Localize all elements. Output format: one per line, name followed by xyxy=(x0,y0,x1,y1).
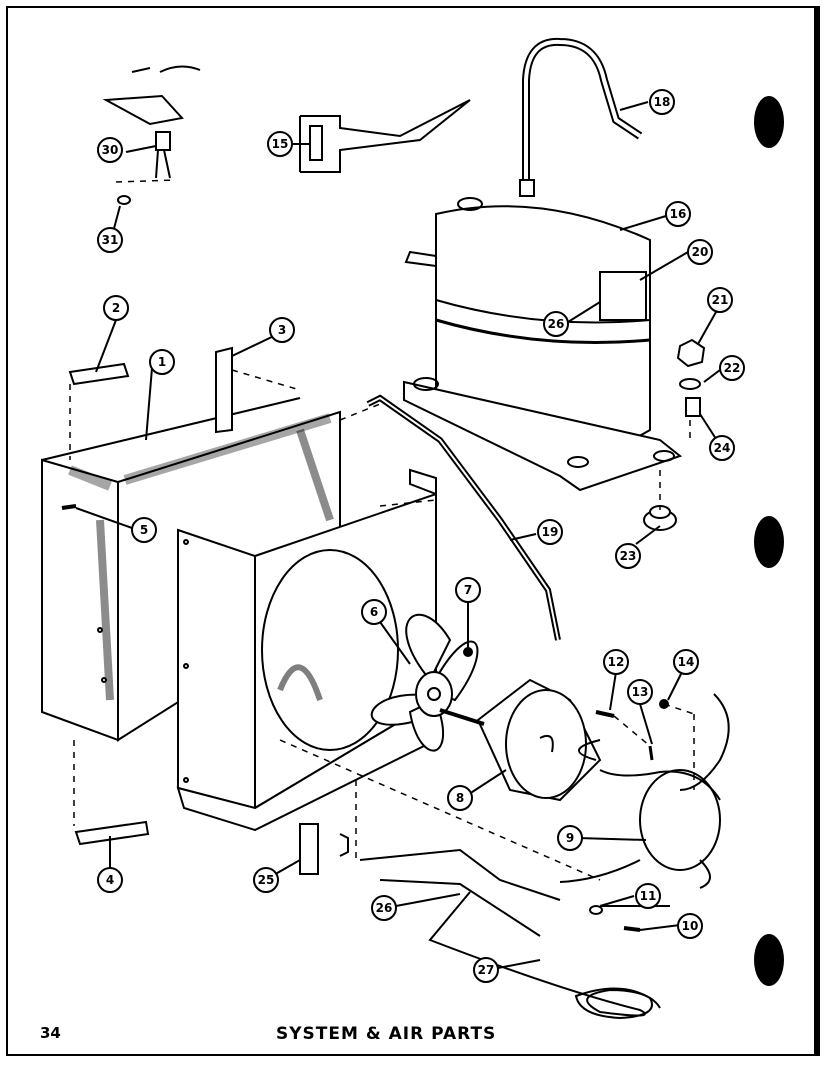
callout-label-6: 6 xyxy=(370,605,378,619)
callout-22 xyxy=(719,355,745,381)
callout-11 xyxy=(635,883,661,909)
callout-31 xyxy=(97,227,123,253)
callout-label-3: 3 xyxy=(278,323,286,337)
callout-labels: 1 2 3 4 5 6 7 8 9 10 11 12 13 14 15 16 1… xyxy=(102,95,741,977)
page-border xyxy=(6,6,820,1056)
fan-shroud xyxy=(176,468,437,832)
callout-label-22: 22 xyxy=(724,361,741,375)
assembly-lines xyxy=(69,179,695,881)
callout-23 xyxy=(615,543,641,569)
callout-18 xyxy=(649,89,675,115)
callout-10 xyxy=(677,913,703,939)
switch-parts xyxy=(102,65,201,205)
callout-5 xyxy=(131,517,157,543)
callout-label-16: 16 xyxy=(670,207,687,221)
callout-label-18: 18 xyxy=(654,95,671,109)
callout-4 xyxy=(97,867,123,893)
callout-12 xyxy=(603,649,629,675)
callout-19 xyxy=(537,519,563,545)
callout-label-21: 21 xyxy=(712,293,729,307)
page-number: 34 xyxy=(40,1024,61,1042)
callout-25 xyxy=(253,867,279,893)
callout-label-1: 1 xyxy=(158,355,166,369)
callout-label-15: 15 xyxy=(272,137,289,151)
motor-mount xyxy=(559,693,730,889)
drawing-lines xyxy=(41,37,730,1020)
callout-label-5: 5 xyxy=(140,523,148,537)
callout-16 xyxy=(665,201,691,227)
callout-7 xyxy=(455,577,481,603)
callout-20 xyxy=(687,239,713,265)
callout-27 xyxy=(473,957,499,983)
callout-label-4: 4 xyxy=(106,873,114,887)
callout-label-7: 7 xyxy=(464,583,472,597)
compressor xyxy=(403,197,683,492)
screws xyxy=(61,504,669,932)
mounting-hardware xyxy=(643,338,706,531)
callout-label-30: 30 xyxy=(102,143,119,157)
callout-label-2: 2 xyxy=(112,301,120,315)
page-caption: SYSTEM & AIR PARTS xyxy=(276,1024,497,1044)
callout-label-31: 31 xyxy=(102,233,119,247)
callout-6 xyxy=(361,599,387,625)
callout-label-14: 14 xyxy=(678,655,695,669)
callout-label-25: 25 xyxy=(258,873,275,887)
binder-hole-bottom xyxy=(754,934,784,986)
callout-30 xyxy=(97,137,123,163)
callout-label-20: 20 xyxy=(692,245,709,259)
callout-26 xyxy=(371,895,397,921)
binder-hole-middle xyxy=(754,516,784,568)
callout-13 xyxy=(627,679,653,705)
callout-3 xyxy=(269,317,295,343)
callout-label-10: 10 xyxy=(682,919,699,933)
callout-2 xyxy=(103,295,129,321)
callout-9 xyxy=(557,825,583,851)
fan-motor xyxy=(439,678,602,802)
callout-label-8: 8 xyxy=(456,791,464,805)
callout-label-26b: 26 xyxy=(548,317,565,331)
binder-hole-top xyxy=(754,96,784,148)
callout-8 xyxy=(447,785,473,811)
callout-1 xyxy=(149,349,175,375)
callout-label-13: 13 xyxy=(632,685,649,699)
callout-24 xyxy=(709,435,735,461)
callout-label-24: 24 xyxy=(714,441,731,455)
capacitors xyxy=(299,125,349,875)
callout-label-23: 23 xyxy=(620,549,637,563)
callout-label-26: 26 xyxy=(376,901,393,915)
callout-label-12: 12 xyxy=(608,655,625,669)
callout-label-19: 19 xyxy=(542,525,559,539)
callout-label-27: 27 xyxy=(478,963,495,977)
callout-label-11: 11 xyxy=(640,889,657,903)
callout-21 xyxy=(707,287,733,313)
callout-15 xyxy=(267,131,293,157)
callout-label-9: 9 xyxy=(566,831,574,845)
callout-14 xyxy=(673,649,699,675)
callout-26b xyxy=(543,311,569,337)
